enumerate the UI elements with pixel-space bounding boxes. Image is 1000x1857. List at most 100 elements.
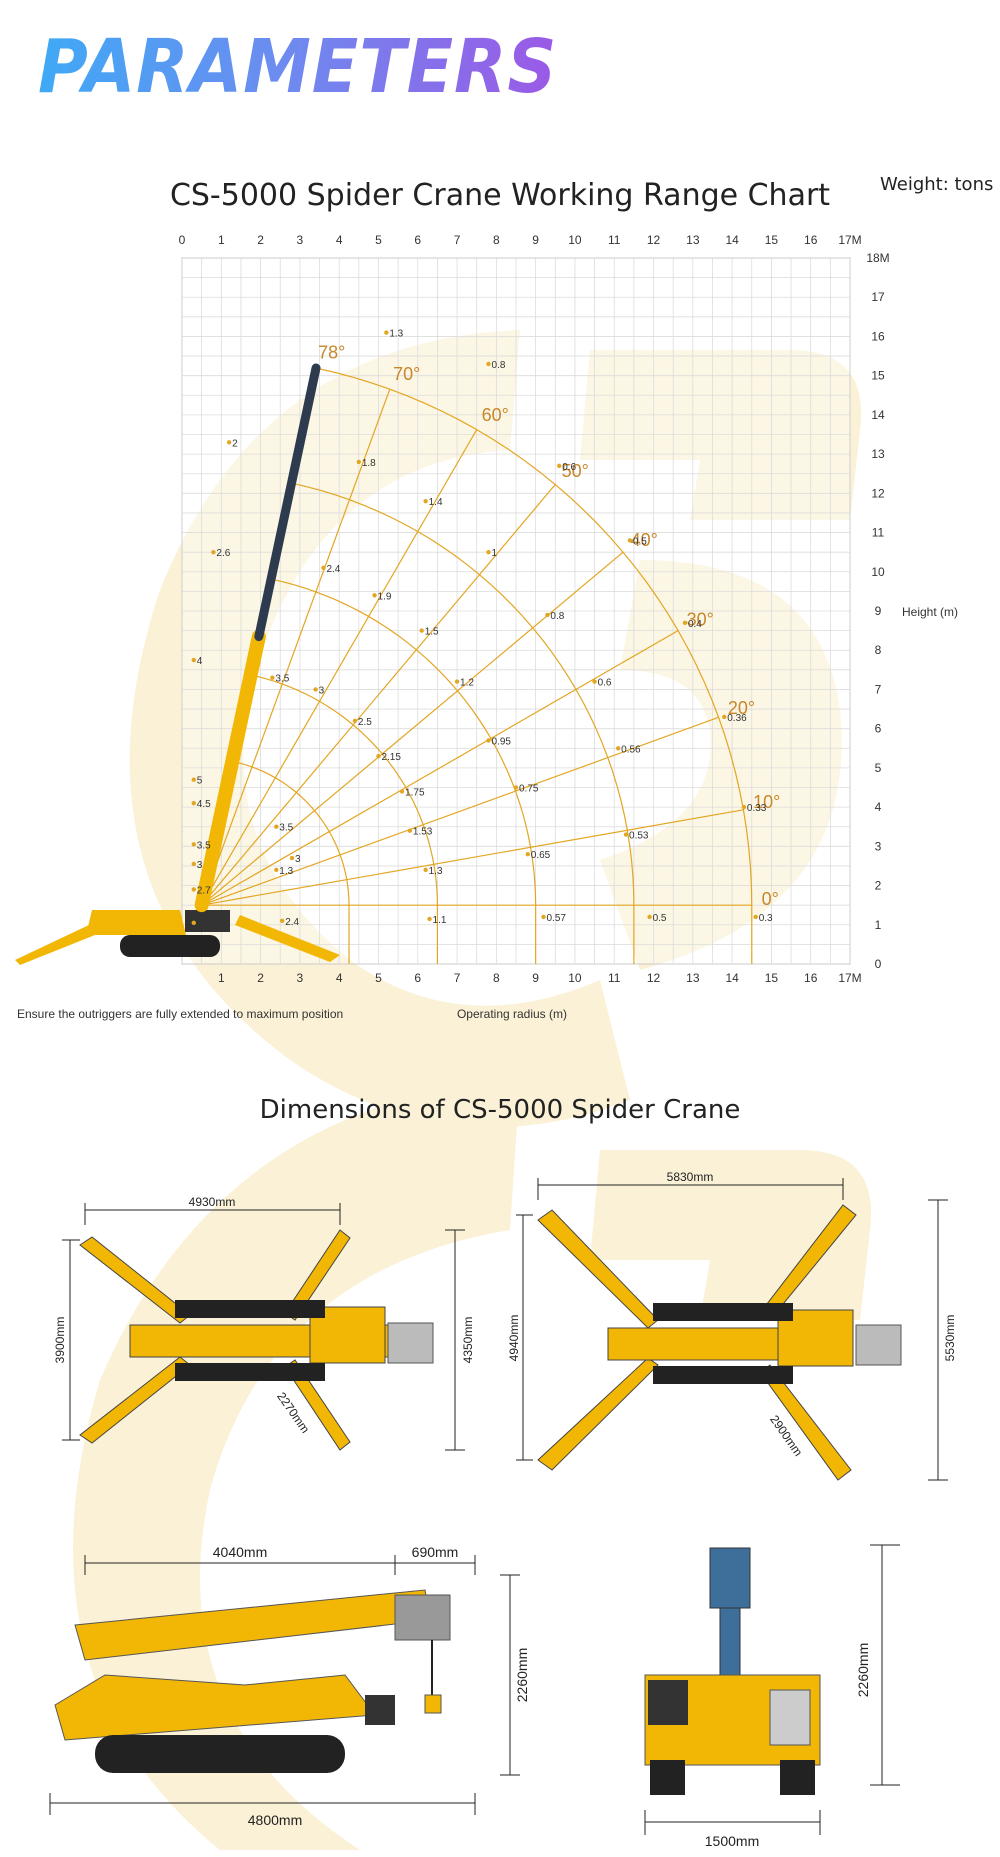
- operator-seat: [648, 1680, 688, 1725]
- angle-label: 40°: [631, 530, 658, 550]
- crane-body-side: [54, 1674, 376, 1741]
- angle-ray: [201, 716, 719, 906]
- dim-head: 690mm: [412, 1544, 459, 1560]
- x-tick-bottom: 16: [804, 971, 818, 985]
- x-tick-top: 3: [297, 233, 304, 247]
- dim-width: 5830mm: [667, 1170, 714, 1184]
- load-point: [486, 361, 491, 367]
- crane-hook-block: [387, 1322, 434, 1364]
- angle-label: 78°: [318, 342, 345, 362]
- load-label: 2.4: [326, 564, 340, 575]
- y-axis-label: Height (m): [902, 605, 958, 619]
- x-tick-bottom: 14: [725, 971, 739, 985]
- load-label: 2.4: [285, 917, 299, 928]
- outrigger: [759, 1364, 852, 1481]
- x-tick-bottom: 13: [686, 971, 700, 985]
- load-label: 5: [197, 776, 203, 787]
- angle-labels: 78°70°60°50°40°30°20°10°0°: [318, 342, 780, 909]
- x-tick-bottom: 4: [336, 971, 343, 985]
- load-point: [419, 628, 424, 633]
- x-tick-top: 17M: [838, 233, 861, 247]
- load-point: [313, 687, 318, 692]
- dim-height-left: 4940mm: [507, 1315, 521, 1362]
- load-label: 3: [197, 860, 203, 871]
- x-tick-top: 6: [414, 233, 421, 247]
- boom-lower-section: [194, 629, 266, 913]
- dim-width: 1500mm: [705, 1833, 759, 1849]
- x-tick-bottom: 5: [375, 971, 382, 985]
- load-point: [280, 918, 285, 924]
- weight-unit-note: Weight: tons: [880, 174, 994, 195]
- load-label: 3: [319, 685, 325, 696]
- load-point: [321, 565, 326, 571]
- load-point: [399, 789, 405, 794]
- x-tick-top: 8: [493, 233, 500, 247]
- load-label: 0.8: [491, 360, 505, 371]
- load-label: 1.53: [413, 827, 433, 838]
- page-title: PARAMETERS: [38, 24, 558, 110]
- load-point: [427, 916, 432, 922]
- load-label: 0.4: [688, 619, 702, 630]
- outrigger: [759, 1204, 857, 1321]
- x-tick-top: 5: [375, 233, 382, 247]
- load-label: 1.8: [362, 458, 376, 469]
- load-label: 3: [295, 854, 301, 865]
- angle-ray: [201, 809, 744, 906]
- load-point: [682, 620, 688, 625]
- x-tick-top: 2: [257, 233, 264, 247]
- load-point: [545, 612, 550, 618]
- load-label: 0.36: [727, 713, 747, 724]
- y-tick: 6: [875, 722, 882, 736]
- x-tick-top: 13: [686, 233, 700, 247]
- track-top: [653, 1303, 793, 1321]
- crane-hook-block: [855, 1324, 902, 1366]
- x-tick-top: 1: [218, 233, 225, 247]
- dim-height-left: 3900mm: [53, 1317, 67, 1364]
- top-view-compact: 4930mm 3900mm 4350mm 2270mm: [53, 1195, 475, 1451]
- load-label: 0.6: [562, 462, 576, 473]
- dim-height: 2260mm: [855, 1643, 871, 1697]
- load-point: [615, 746, 621, 751]
- load-label: 0.5: [633, 536, 647, 547]
- crane-body: [86, 910, 186, 935]
- load-label: 0.6: [598, 678, 612, 689]
- load-label: 1: [491, 548, 497, 559]
- front-view: 2260mm 1500mm: [644, 1544, 900, 1849]
- load-label: 0.75: [519, 784, 539, 795]
- track-front: [650, 1760, 685, 1795]
- angle-label: 30°: [687, 610, 714, 630]
- load-label: 3.5: [275, 674, 289, 685]
- working-range-chart: 78°70°60°50°40°30°20°10°0° 2.42.733.54.5…: [15, 233, 958, 1021]
- control-panel: [769, 1689, 811, 1746]
- y-tick: 7: [875, 682, 882, 696]
- outrigger: [537, 1357, 659, 1471]
- outrigger: [284, 1229, 351, 1321]
- load-point: [486, 549, 491, 555]
- load-point: [753, 914, 758, 920]
- load-arc: [315, 367, 753, 964]
- track-bottom: [653, 1366, 793, 1384]
- dim-length: 4800mm: [248, 1812, 302, 1828]
- y-tick: 18M: [866, 251, 889, 265]
- operator-seat: [365, 1695, 395, 1725]
- load-point: [376, 753, 381, 759]
- load-label: 4.5: [197, 799, 211, 810]
- track-top: [175, 1300, 325, 1318]
- load-point: [454, 679, 460, 684]
- load-label: 0.56: [621, 744, 641, 755]
- load-arc: [270, 578, 537, 964]
- load-label: 2.4: [197, 919, 211, 930]
- angle-ray: [201, 429, 478, 906]
- load-label: 0.65: [531, 850, 551, 861]
- x-tick-bottom: 17M: [838, 971, 861, 985]
- x-tick-bottom: 15: [765, 971, 779, 985]
- load-point: [513, 785, 519, 790]
- load-label: 1.1: [433, 915, 447, 926]
- load-point: [592, 679, 597, 684]
- y-tick: 13: [871, 447, 885, 461]
- x-tick-bottom: 1: [218, 971, 225, 985]
- load-label: 2.6: [216, 548, 230, 559]
- boom-head-front: [709, 1547, 751, 1609]
- load-label: 2.5: [358, 717, 372, 728]
- y-tick: 12: [871, 486, 885, 500]
